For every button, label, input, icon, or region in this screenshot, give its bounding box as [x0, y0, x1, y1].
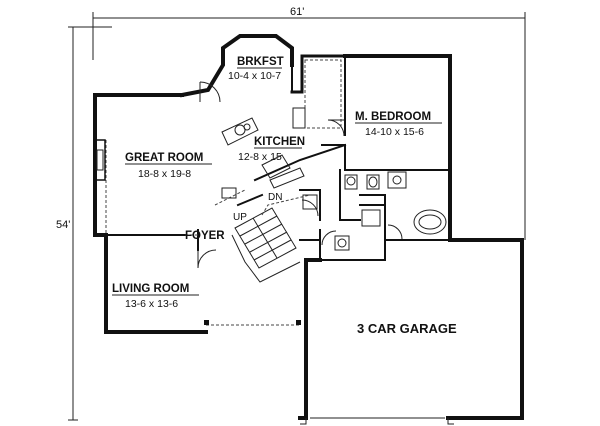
- room-living-room: LIVING ROOM 13-6 x 13-6: [112, 283, 199, 310]
- room-living-room-size: 13-6 x 13-6: [125, 298, 178, 310]
- room-master-bedroom: M. BEDROOM 14-10 x 15-6: [355, 111, 442, 138]
- room-brkfst: BRKFST 10-4 x 10-7: [228, 56, 284, 82]
- room-brkfst-size: 10-4 x 10-7: [228, 70, 281, 82]
- room-brkfst-name: BRKFST: [237, 56, 284, 68]
- room-master-bedroom-size: 14-10 x 15-6: [365, 126, 424, 138]
- kitchen-fixtures: [221, 107, 306, 199]
- garage-door: [300, 417, 454, 425]
- room-foyer-name: FOYER: [185, 230, 225, 242]
- stair-down-label: DN: [268, 192, 282, 203]
- room-great-room-name: GREAT ROOM: [125, 152, 203, 164]
- room-master-bedroom-name: M. BEDROOM: [355, 111, 431, 123]
- room-great-room: GREAT ROOM 18-8 x 19-8: [125, 152, 212, 180]
- room-garage-name: 3 CAR GARAGE: [357, 321, 457, 336]
- interior-walls: [105, 55, 451, 261]
- room-garage: 3 CAR GARAGE: [357, 321, 457, 336]
- depth-dimension-label: 54': [56, 219, 70, 231]
- room-foyer: FOYER: [185, 230, 225, 242]
- room-kitchen: KITCHEN 12-8 x 15: [238, 136, 305, 163]
- bath-fixtures: [302, 171, 447, 251]
- stair-labels: UP DN: [233, 192, 282, 223]
- exterior-walls: [93, 34, 524, 420]
- room-living-room-name: LIVING ROOM: [112, 283, 189, 295]
- room-great-room-size: 18-8 x 19-8: [138, 168, 191, 180]
- room-kitchen-name: KITCHEN: [254, 136, 305, 148]
- width-dimension-label: 61': [290, 6, 304, 18]
- fireplace-symbol: [94, 139, 106, 181]
- door-swings: [197, 81, 403, 269]
- room-kitchen-size: 12-8 x 15: [238, 151, 282, 163]
- stair-up-label: UP: [233, 212, 247, 223]
- stairs: [231, 194, 311, 283]
- width-dimension: 61': [92, 6, 526, 240]
- depth-dimension: 54': [56, 26, 112, 421]
